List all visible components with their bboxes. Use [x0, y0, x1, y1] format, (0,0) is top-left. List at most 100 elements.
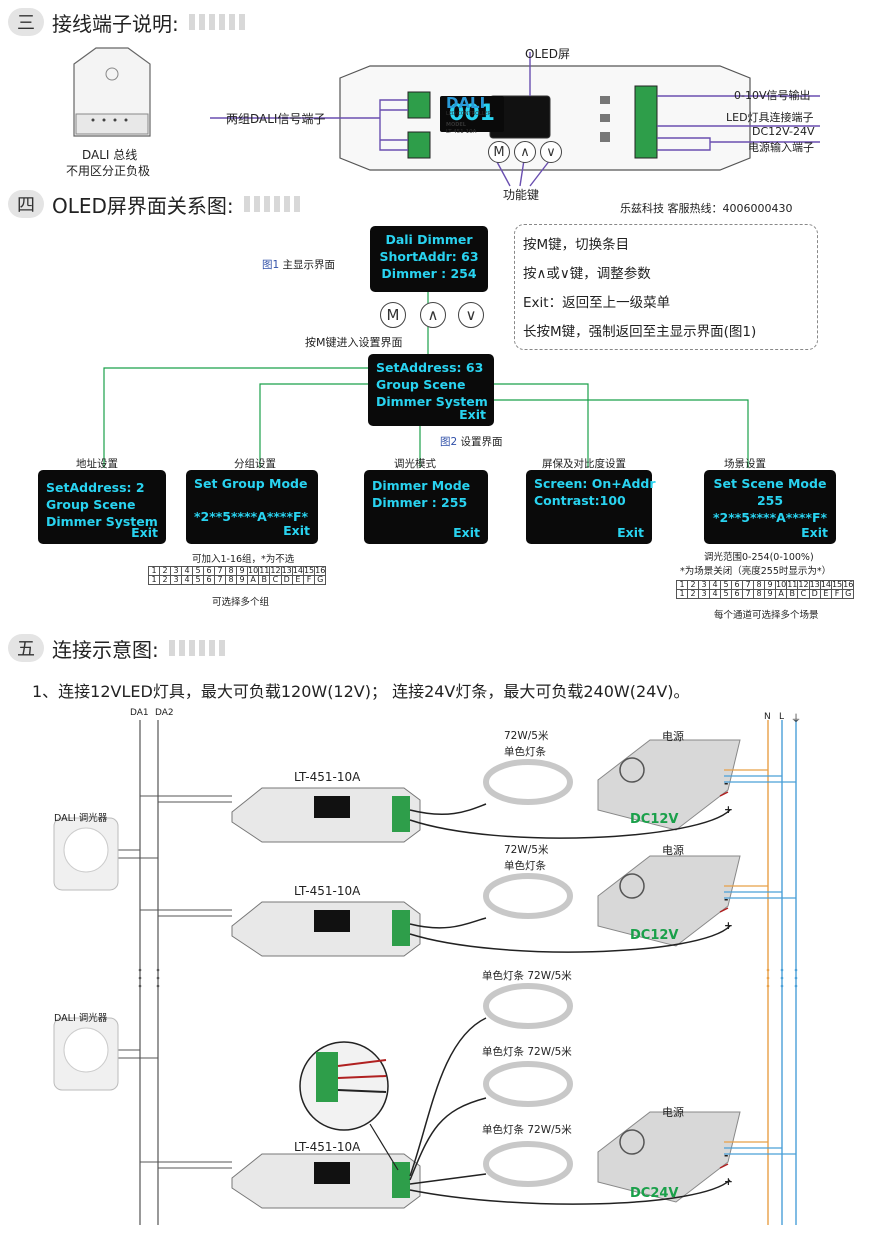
scr-line1: Screen: On+Addr [534, 476, 656, 491]
device-m-button[interactable]: M [488, 141, 510, 163]
dim-line2: Dimmer : 255 [372, 495, 468, 510]
table-cell: 4 [181, 575, 193, 585]
label-addr-setting: 地址设置 [76, 458, 118, 470]
table-cell: E [819, 589, 832, 599]
psu2-plus: + [724, 920, 733, 932]
psu1-minus: - [724, 778, 729, 790]
table-cell: 3 [170, 575, 182, 585]
menu-down-button[interactable]: ∨ [458, 302, 484, 328]
addr-line3: Dimmer System [46, 514, 158, 529]
dali-bus-line1: DALI 总线 [82, 148, 138, 162]
hotline: 乐兹科技 客服热线：4006000430 [620, 202, 793, 215]
label-dim-mode: 调光模式 [394, 458, 436, 470]
fig1-caption: 图1 主显示界面 [262, 257, 335, 272]
table-cell: 6 [731, 589, 743, 599]
table-cell: A [774, 589, 788, 599]
device-model: LT-451-10A [446, 129, 477, 135]
section-title: 接线端子说明: [52, 11, 179, 36]
psu2-voltage: DC12V [630, 928, 679, 943]
instruction-3: Exit：返回至上一级菜单 [523, 295, 671, 311]
table-cell: D [280, 575, 293, 585]
oled-label: OLED屏 [525, 47, 570, 61]
device-oled-display: 001 [440, 96, 504, 132]
menu-up-button[interactable]: ∧ [420, 302, 446, 328]
setup-line3: Dimmer System [376, 394, 488, 409]
main-screen-line3: Dimmer : 254 [381, 266, 477, 281]
enter-setup-label: 按M键进入设置界面 [305, 336, 403, 349]
bus-da1-label: DA1 [130, 708, 149, 718]
label-group-setting: 分组设置 [234, 458, 276, 470]
scene-screen: Set Scene Mode 255 *2**5****A****F* Exit [704, 470, 836, 544]
device-up-button[interactable]: ∧ [514, 141, 536, 163]
label-dc-in-1: DC12V-24V [752, 125, 815, 138]
table-cell: 5 [192, 575, 204, 585]
device-model-label: MODEL [446, 122, 466, 128]
main-screen-line2: ShortAddr: 63 [379, 249, 479, 264]
table-cell: 4 [709, 589, 721, 599]
header-decoration [243, 196, 304, 212]
instruction-1: 按M键，切换条目 [523, 237, 630, 253]
scene-line2: 255 [756, 493, 784, 508]
section-number: 四 [8, 190, 44, 218]
section-number: 三 [8, 8, 44, 36]
controller1-label: LT-451-10A [294, 770, 361, 784]
setup-screen: SetAddress: 63 Group Scene Dimmer System… [368, 354, 494, 426]
strip1-name: 单色灯条 [504, 746, 546, 758]
table-cell: F [830, 589, 844, 599]
group-note-bottom: 可选择多个组 [212, 597, 270, 608]
table-cell: E [291, 575, 304, 585]
table-cell: C [797, 589, 810, 599]
strip2-name: 单色灯条 [504, 860, 546, 872]
label-screen-setting: 屏保及对比度设置 [542, 458, 626, 470]
fig2-num: 图2 [440, 436, 458, 448]
psu1-label: 电源 [662, 730, 684, 743]
dimmer2-label: DALI 调光器 [54, 1013, 108, 1024]
psu2-label: 电源 [662, 844, 684, 857]
psu3-plus: + [724, 1176, 733, 1188]
main-display-screen: Dali Dimmer ShortAddr: 63 Dimmer : 254 [370, 226, 488, 292]
dali-bus-line2: 不用区分正负极 [66, 164, 151, 178]
mains-n-label: N [764, 712, 771, 722]
psu1-voltage: DC12V [630, 812, 679, 827]
addr-line1: SetAddress: 2 [46, 480, 145, 495]
psu3-minus: - [724, 1150, 729, 1162]
fig1-text: 主显示界面 [282, 259, 336, 271]
label-dc-in-2: 电源输入端子 [748, 141, 814, 154]
dim-screen: Dimmer Mode Dimmer : 255 Exit [364, 470, 488, 544]
table-cell: B [258, 575, 271, 585]
setup-line2: Group Scene [376, 377, 466, 392]
func-keys-label: 功能键 [503, 188, 540, 202]
dim-line1: Dimmer Mode [372, 478, 471, 493]
instructions-box: 按M键，切换条目 按∧或∨键，调整参数 Exit：返回至上一级菜单 长按M键，强… [514, 224, 818, 350]
addr-exit: Exit [131, 525, 158, 540]
table-cell: G [842, 589, 855, 599]
table-cell: 6 [203, 575, 215, 585]
device-down-button[interactable]: ∨ [540, 141, 562, 163]
table-cell: D [808, 589, 821, 599]
strip3-label: 单色灯条 72W/5米 [482, 970, 572, 982]
psu3-voltage: DC24V [630, 1186, 679, 1201]
psu2-minus: - [724, 894, 729, 906]
fig2-caption: 图2 设置界面 [440, 434, 503, 449]
device-brand: DALI [446, 94, 486, 112]
label-led-out: LED灯具连接端子 [726, 111, 814, 124]
strip1-watt: 72W/5米 [504, 730, 549, 742]
bus-da2-label: DA2 [155, 708, 174, 718]
table-cell: 2 [687, 589, 699, 599]
group-screen: Set Group Mode *2**5****A****F* Exit [186, 470, 318, 544]
setup-line1: SetAddress: 63 [376, 360, 484, 375]
device-wiring-diagram [210, 52, 820, 187]
fig2-text: 设置界面 [460, 436, 503, 448]
dim-exit: Exit [453, 525, 480, 540]
connection-diagram [53, 720, 798, 1225]
table-cell: 7 [214, 575, 226, 585]
table-cell: 2 [159, 575, 171, 585]
menu-m-button[interactable]: M [380, 302, 406, 328]
group-note-top: 可加入1-16组，*为不选 [192, 554, 295, 565]
scene-line1: Set Scene Mode [713, 476, 827, 491]
scr-line2: Contrast:100 [534, 493, 626, 508]
dimmer1-label: DALI 调光器 [54, 813, 108, 824]
